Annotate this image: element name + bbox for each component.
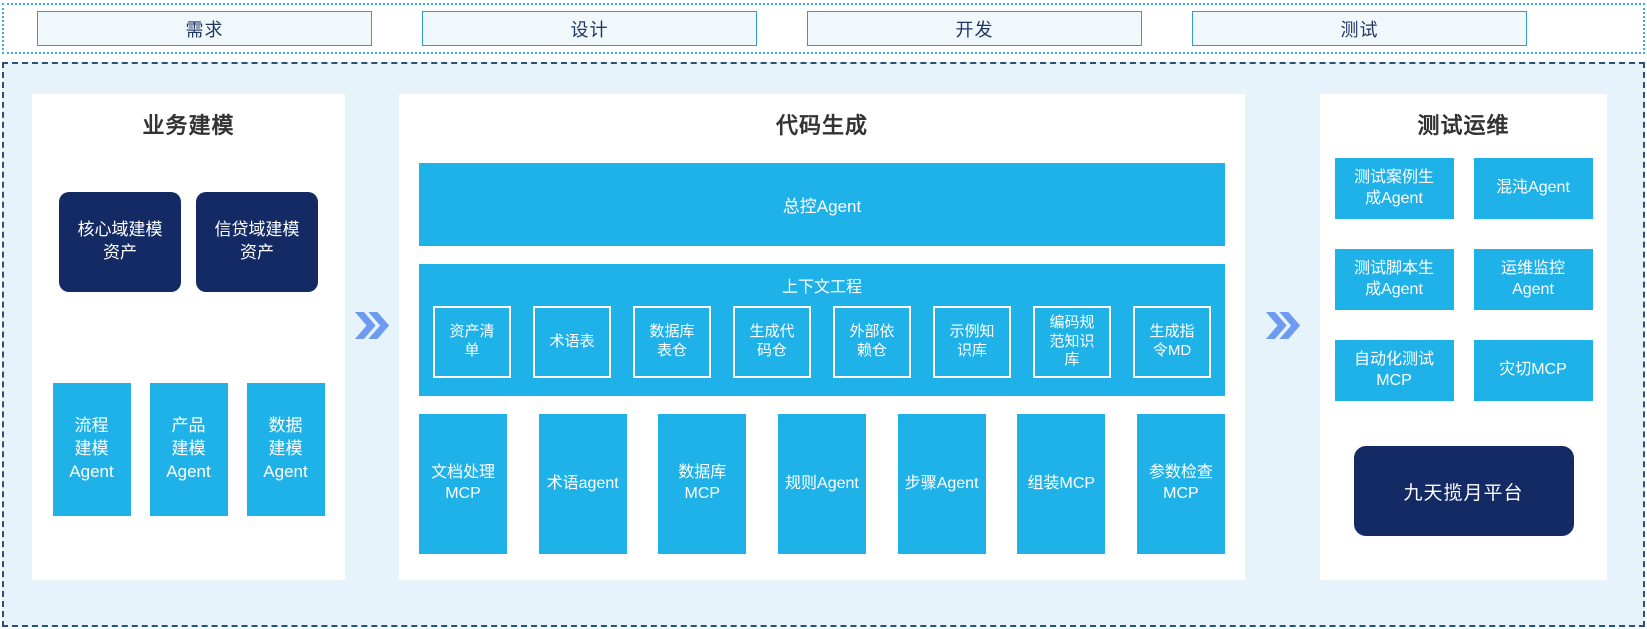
workers-row: 文档处理 MCP 术语agent 数据库 MCP 规则Agent 步骤Agent…	[419, 414, 1225, 554]
panel-title-code-generation: 代码生成	[775, 113, 868, 138]
modeling-agent-row: 流程 建模 Agent 产品 建模 Agent 数据 建模 Agent	[32, 383, 345, 516]
glossary-box: 术语表	[533, 306, 611, 378]
context-engineering-box: 上下文工程 资产清 单 术语表 数据库 表仓 生成代 码仓 外部依 赖仓 示例知…	[419, 264, 1225, 396]
phase-box-development: 开发	[807, 11, 1142, 46]
automated-testing-mcp-box: 自动化测试 MCP	[1334, 340, 1454, 401]
generation-instruction-md-box: 生成指 令MD	[1133, 306, 1211, 378]
double-chevron-right-icon	[354, 312, 390, 339]
coding-standard-knowledge-base-box: 编码规 范知识 库	[1033, 306, 1111, 378]
glossary-agent-box: 术语agent	[538, 414, 627, 554]
test-ops-grid: 测试案例生 成Agent 混沌Agent 测试脚本生 成Agent 运维监控 A…	[1320, 158, 1607, 401]
parameter-check-mcp-box: 参数检查 MCP	[1136, 414, 1225, 554]
asset-row: 核心域建模 资产 信贷域建模 资产	[32, 192, 345, 292]
master-control-agent-label: 总控Agent	[782, 197, 862, 216]
asset-list-box: 资产清 单	[433, 306, 511, 378]
panel-business-modeling: 业务建模 核心域建模 资产 信贷域建模 资产 流程 建模 Agent 产品 建模…	[32, 94, 345, 580]
database-table-repo-box: 数据库 表仓	[633, 306, 711, 378]
phase-label: 需求	[185, 19, 224, 40]
phase-label: 测试	[1340, 19, 1379, 40]
product-modeling-agent-box: 产品 建模 Agent	[149, 383, 228, 516]
master-control-agent-bar: 总控Agent	[419, 163, 1225, 246]
panel-title-business-modeling: 业务建模	[142, 113, 235, 138]
context-engineering-title: 上下文工程	[781, 279, 862, 296]
panel-code-generation: 代码生成 总控Agent 上下文工程 资产清 单 术语表 数据库 表仓 生成代 …	[399, 94, 1245, 580]
phase-strip: 需求 设计 开发 测试	[2, 3, 1645, 54]
example-knowledge-base-box: 示例知 识库	[933, 306, 1011, 378]
rule-agent-box: 规则Agent	[777, 414, 866, 554]
credit-domain-modeling-assets-box: 信贷域建模 资产	[196, 192, 318, 292]
phase-box-design: 设计	[422, 11, 757, 46]
double-chevron-right-icon	[1265, 312, 1300, 339]
external-dependency-repo-box: 外部依 赖仓	[833, 306, 911, 378]
jiutian-lanyue-platform-box: 九天揽月平台	[1353, 446, 1574, 536]
phase-box-requirements: 需求	[37, 11, 372, 46]
chaos-agent-box: 混沌Agent	[1473, 158, 1593, 219]
database-mcp-box: 数据库 MCP	[658, 414, 747, 554]
test-case-generation-agent-box: 测试案例生 成Agent	[1334, 158, 1454, 219]
disaster-switch-mcp-box: 灾切MCP	[1473, 340, 1593, 401]
document-processing-mcp-box: 文档处理 MCP	[419, 414, 507, 554]
ops-monitoring-agent-box: 运维监控 Agent	[1473, 249, 1593, 310]
process-modeling-agent-box: 流程 建模 Agent	[52, 383, 131, 516]
generated-code-repo-box: 生成代 码仓	[733, 306, 811, 378]
panel-test-ops: 测试运维 测试案例生 成Agent 混沌Agent 测试脚本生 成Agent 运…	[1320, 94, 1607, 580]
test-script-generation-agent-box: 测试脚本生 成Agent	[1334, 249, 1454, 310]
arrow-zone-2	[1245, 94, 1320, 339]
phase-box-testing: 测试	[1192, 11, 1527, 46]
panel-title-test-ops: 测试运维	[1417, 113, 1510, 138]
arrow-zone-1	[345, 94, 399, 339]
main-board: 业务建模 核心域建模 资产 信贷域建模 资产 流程 建模 Agent 产品 建模…	[2, 62, 1645, 627]
step-agent-box: 步骤Agent	[897, 414, 986, 554]
phase-label: 设计	[570, 19, 609, 40]
context-items-row: 资产清 单 术语表 数据库 表仓 生成代 码仓 外部依 赖仓 示例知 识库 编码…	[419, 306, 1225, 378]
phase-label: 开发	[955, 19, 994, 40]
core-domain-modeling-assets-box: 核心域建模 资产	[59, 192, 181, 292]
data-modeling-agent-box: 数据 建模 Agent	[246, 383, 325, 516]
assembly-mcp-box: 组装MCP	[1017, 414, 1106, 554]
